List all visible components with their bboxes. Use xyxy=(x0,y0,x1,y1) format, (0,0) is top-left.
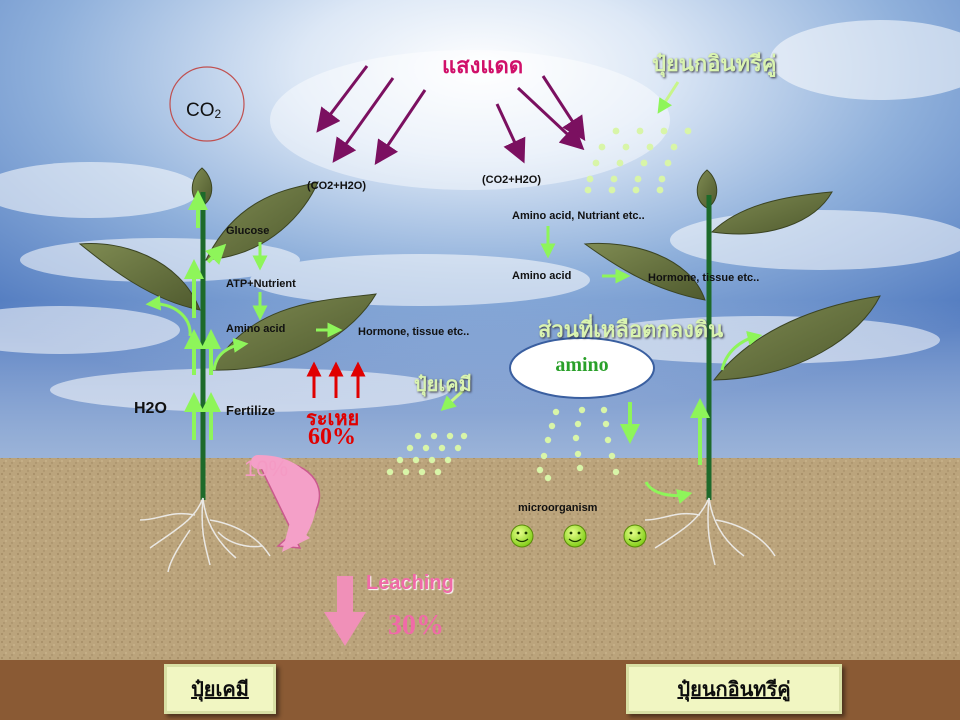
left-leaf-upper-right xyxy=(205,181,319,261)
left-plant xyxy=(78,167,377,573)
co2-circle xyxy=(169,66,245,142)
evaporation-arrows xyxy=(306,361,366,398)
left-leaf-left xyxy=(78,242,201,311)
right-hormone: Hormone, tissue etc.. xyxy=(648,272,760,284)
right-amino-nutriant: Amino acid, Nutriant etc.. xyxy=(512,210,645,222)
footer-chemical-box: ปุ๋ยเคมี xyxy=(164,664,276,714)
microorganism-label: microorganism xyxy=(518,502,598,514)
uptake-percent: 10% xyxy=(244,456,289,481)
right-green-arrows xyxy=(440,81,763,504)
evaporation-percent: 60% xyxy=(308,424,356,450)
right-co2-h2o: (CO2+H2O) xyxy=(482,174,541,186)
evaporation-label: ระเหย xyxy=(306,406,360,430)
co2-text: CO xyxy=(186,100,215,121)
sunlight-title: แสงแดด xyxy=(442,54,524,79)
left-leaf-lower-right xyxy=(211,293,377,371)
left-amino-acid: Amino acid xyxy=(226,323,286,335)
left-fertilize: Fertilize xyxy=(226,403,276,418)
amino-bubble xyxy=(509,337,655,399)
microorganism-smileys xyxy=(510,524,647,548)
left-green-arrows xyxy=(145,190,343,440)
sunlight-arrows-left xyxy=(316,65,427,165)
left-hormone: Hormone, tissue etc.. xyxy=(358,326,470,338)
right-plant xyxy=(583,169,881,566)
organic-fertilizer-dots xyxy=(584,127,692,194)
leaching-percent: 30% xyxy=(388,610,444,641)
left-glucose: Glucose xyxy=(226,225,270,237)
co2-label: CO2 xyxy=(186,100,221,122)
right-leaf-lower-right xyxy=(712,295,881,381)
co2-subscript: 2 xyxy=(214,107,222,121)
amino-bubble-text: amino xyxy=(555,354,609,376)
right-leaf-upper-right xyxy=(710,191,833,235)
footer-organic-label: ปุ๋ยนกอินทรีคู่ xyxy=(677,677,791,701)
footer-chemical-label: ปุ๋ยเคมี xyxy=(191,677,249,701)
clouds xyxy=(0,20,960,412)
left-h2o: H2O xyxy=(134,400,167,417)
chemical-fertilizer-dots xyxy=(386,432,468,476)
leaching-arrow xyxy=(324,576,366,646)
right-leaf-left xyxy=(583,242,706,301)
footer-organic-box: ปุ๋ยนกอินทรีคู่ xyxy=(626,664,842,714)
leaching-label: Leaching xyxy=(366,572,454,594)
organic-fertilizer-label: ปุ๋ยนกอินทรีคู่ xyxy=(652,52,777,77)
sunlight-arrows-right xyxy=(495,75,586,164)
remaining-to-soil-label: ส่วนที่เหลือตกลงดิน xyxy=(538,318,724,343)
soil-ground xyxy=(0,458,960,660)
left-co2-h2o: (CO2+H2O) xyxy=(307,180,366,192)
chemical-fertilizer-label: ปุ๋ยเคมี xyxy=(414,372,472,396)
right-amino-acid: Amino acid xyxy=(512,270,572,282)
left-atp-nutrient: ATP+Nutrient xyxy=(226,278,296,290)
falling-amino-dots xyxy=(536,406,620,482)
